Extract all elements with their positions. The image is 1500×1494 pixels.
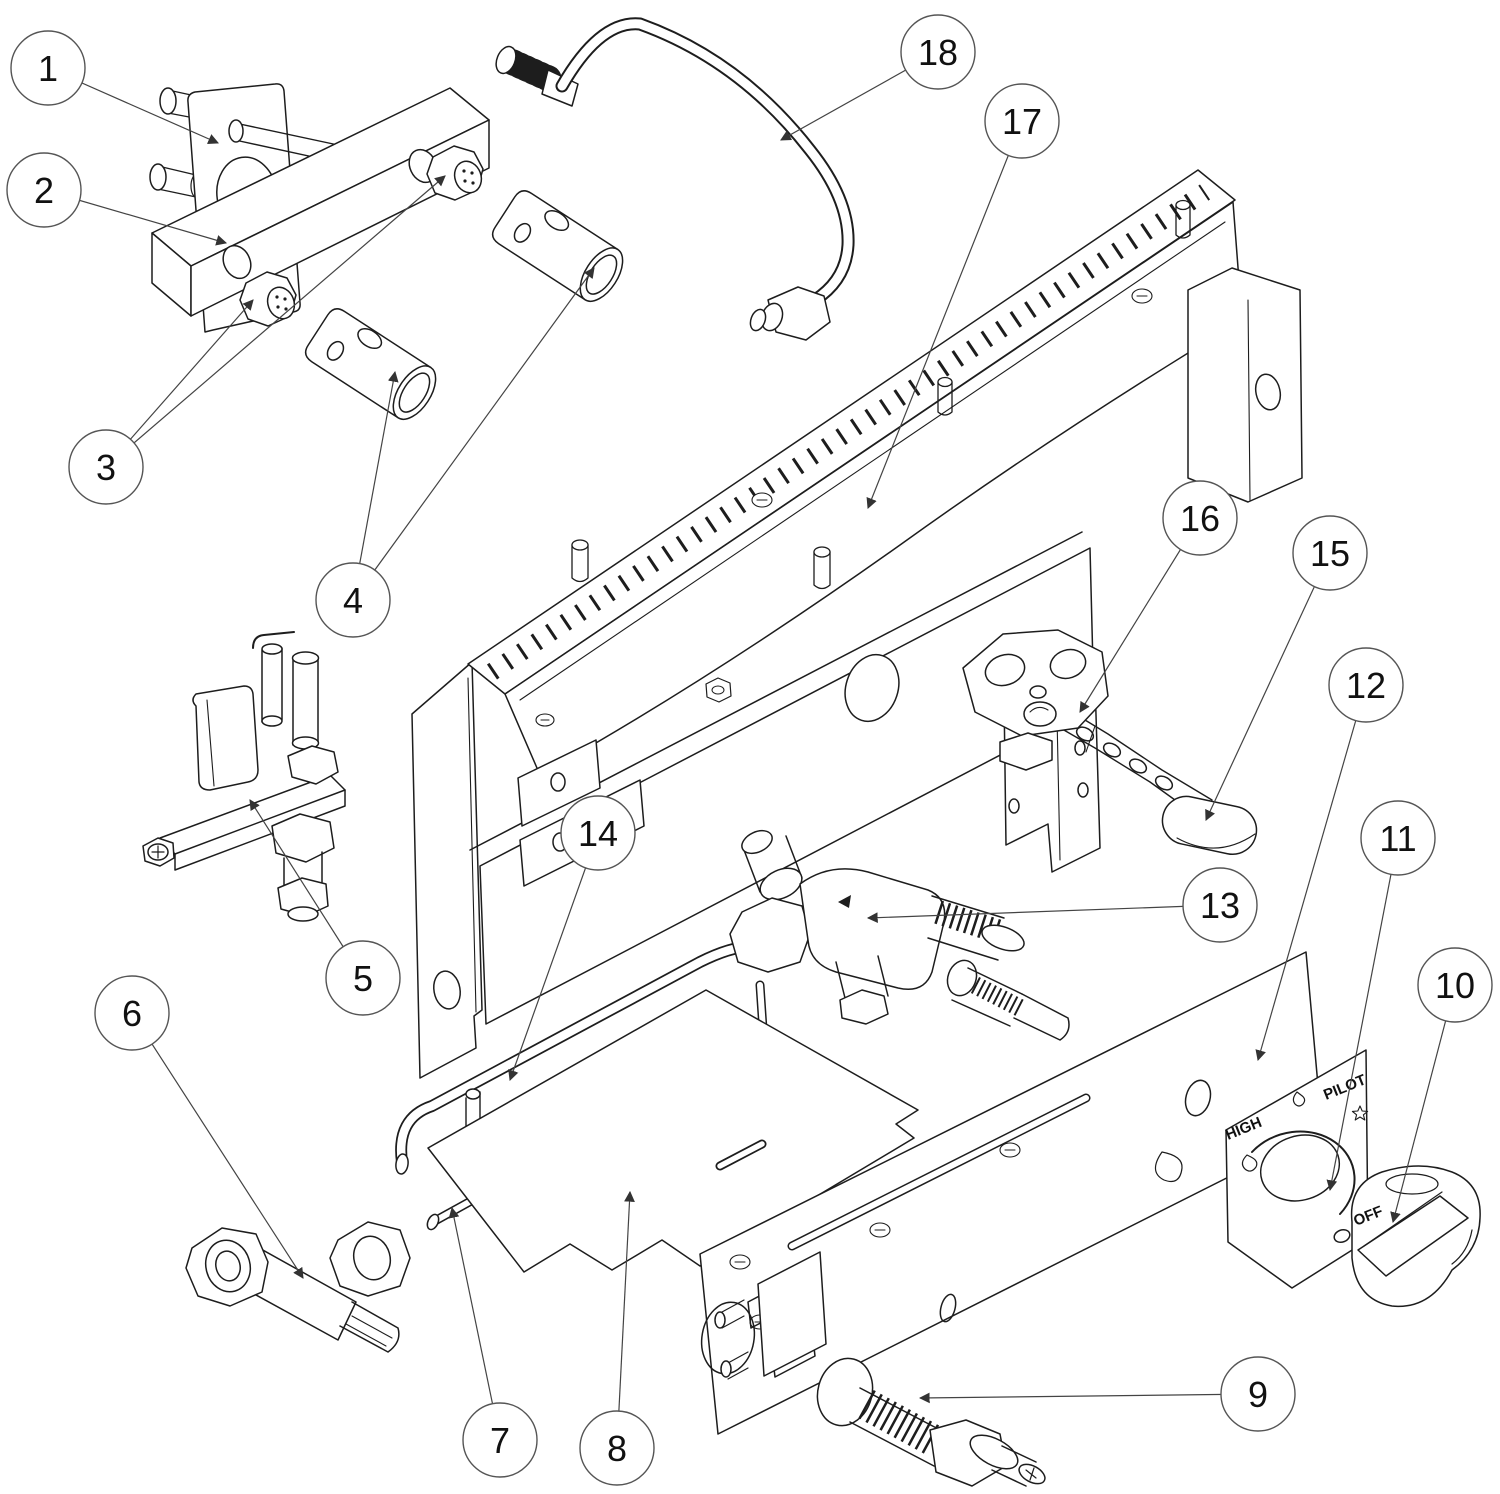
svg-text:14: 14 [578,813,618,854]
part-18-supply-tube [495,17,855,341]
svg-text:15: 15 [1310,533,1350,574]
flame-icon [1241,1154,1258,1172]
callout-balloon-1[interactable]: 1 [10,30,86,106]
svg-text:11: 11 [1379,818,1416,859]
leader-line-9 [918,1392,1259,1404]
part-11-dial-plate [1225,1049,1369,1289]
callout-balloon-7[interactable]: 7 [462,1402,538,1478]
leader-line-7 [448,1206,501,1441]
svg-text:3: 3 [96,447,116,488]
svg-text:2: 2 [34,170,54,211]
part-16-pilot-bracket-strap [962,629,1258,855]
callout-balloon-13[interactable]: 13 [1182,867,1258,943]
callout-balloon-5[interactable]: 5 [325,940,401,1016]
callout-balloon-15[interactable]: 15 [1292,515,1368,591]
svg-text:7: 7 [490,1420,510,1461]
callout-balloon-16[interactable]: 16 [1162,480,1238,556]
svg-text:17: 17 [1002,101,1042,142]
callout-balloon-2[interactable]: 2 [6,152,82,228]
callout-balloon-3[interactable]: 3 [68,429,144,505]
leader-line-11 [1326,837,1399,1192]
svg-text:5: 5 [353,958,373,999]
callout-balloon-10[interactable]: 10 [1417,947,1493,1023]
callout-balloon-18[interactable]: 18 [900,14,976,90]
leader-line-16 [1079,517,1201,713]
svg-text:10: 10 [1435,965,1475,1006]
leader-line-4 [352,370,399,601]
leader-line-10 [1390,984,1456,1224]
leader-line-15 [1205,552,1331,821]
part-5-pilot-assembly [142,631,346,922]
part-9-igniter [816,1357,1046,1487]
callout-balloon-14[interactable]: 14 [560,795,636,871]
callout-balloon-17[interactable]: 17 [984,83,1060,159]
flame-icon [1292,1091,1306,1107]
part-6-pilot-valve [185,1221,411,1353]
callout-balloon-6[interactable]: 6 [94,975,170,1051]
part-2-manifold-bar [151,87,490,317]
part-8-mounting-plate [427,989,919,1273]
svg-text:9: 9 [1248,1374,1268,1415]
svg-text:18: 18 [918,32,958,73]
leader-line-12 [1255,684,1367,1062]
svg-text:13: 13 [1200,885,1240,926]
svg-text:4: 4 [343,580,363,621]
part-17-burner-assembly [411,169,1303,1079]
leader-line-6 [131,1012,304,1279]
leader-line-14 [508,832,599,1082]
callout-balloon-11[interactable]: 11 [1360,800,1436,876]
leader-line-17 [866,120,1023,510]
part-13-gas-valve [729,829,1070,1041]
callout-balloon-12[interactable]: 12 [1328,647,1404,723]
part-12-front-panel [699,951,1323,1435]
svg-text:1: 1 [38,48,58,89]
callout-balloon-8[interactable]: 8 [579,1410,655,1486]
spark-icon [1351,1105,1369,1121]
svg-text:16: 16 [1180,498,1220,539]
callout-balloon-4[interactable]: 4 [315,562,391,638]
svg-text:8: 8 [607,1428,627,1469]
part-10-control-knob [1350,1165,1481,1308]
leader-line-4 [352,267,595,601]
svg-text:6: 6 [122,993,142,1034]
leader-line-8 [616,1190,635,1449]
callout-balloon-9[interactable]: 9 [1220,1356,1296,1432]
leader-line-3 [105,175,446,468]
svg-text:12: 12 [1346,665,1386,706]
leader-line-13 [866,904,1221,924]
part-15-strap-pad [1161,795,1258,855]
